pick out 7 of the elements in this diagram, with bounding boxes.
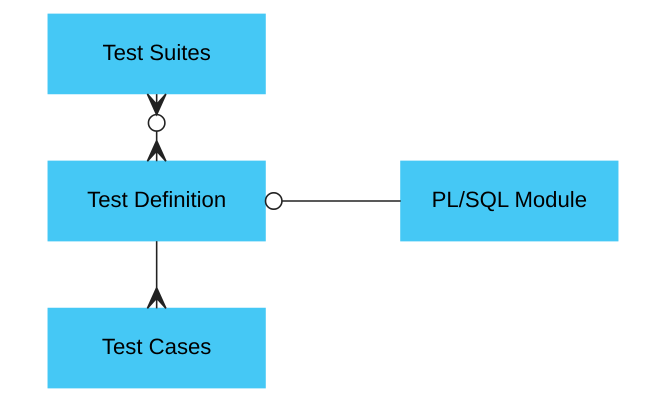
node-box: PL/SQL Module [400,160,618,242]
node-box: Test Suites [48,14,266,94]
node-box: Test Cases [48,308,266,388]
connector [146,93,167,162]
connector [264,192,401,210]
node-box: Test Definition [48,160,266,242]
connector [146,241,167,310]
